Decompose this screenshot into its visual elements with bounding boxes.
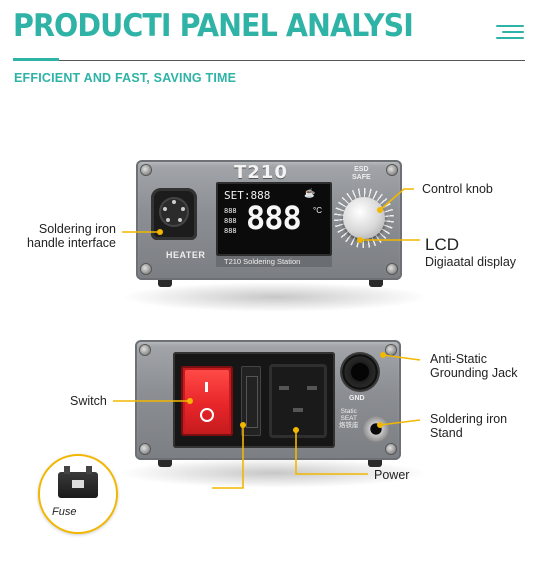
handle-interface-callout: Soldering iron handle interface xyxy=(27,222,116,250)
screw-icon xyxy=(140,444,150,454)
brand-logo: T210 xyxy=(234,162,288,183)
power-module xyxy=(173,352,335,448)
screw-icon xyxy=(140,345,150,355)
switch-callout: Switch xyxy=(70,394,107,408)
fuse-icon xyxy=(58,466,98,498)
lcd-unit: °C xyxy=(313,206,322,215)
power-switch[interactable] xyxy=(181,366,233,436)
device-foot xyxy=(369,280,383,287)
stand-callout: Soldering iron Stand xyxy=(430,412,508,440)
fuse-holder[interactable] xyxy=(241,366,261,436)
lcd-callout-title: LCD xyxy=(425,235,460,254)
lcd-callout-subtitle: Digiaatal display xyxy=(425,255,517,269)
connector-socket-icon xyxy=(159,197,189,227)
front-device-shadow xyxy=(120,282,430,312)
screw-icon xyxy=(141,165,151,175)
front-panel: HEATER T210 ESD SAFE SET:888 ☕ 888 888 8… xyxy=(136,160,402,280)
station-label-bar: T210 Soldering Station xyxy=(216,256,332,267)
gnd-label: GND xyxy=(349,395,365,402)
esd-safe-badge: ESD SAFE xyxy=(352,166,371,181)
device-foot xyxy=(158,460,172,467)
antistatic-callout: Anti-Static Grounding Jack xyxy=(430,352,518,380)
static-seat-label: Static SEAT 烙铁座 xyxy=(339,408,359,429)
page-title: PRODUCTI PANEL ANALYSI xyxy=(13,8,414,44)
device-foot xyxy=(368,460,382,467)
lcd-set-value: SET:888 xyxy=(224,189,271,202)
device-foot xyxy=(158,280,172,287)
page-subtitle: EFFICIENT AND FAST, SAVING TIME xyxy=(14,71,237,85)
switch-off-mark-icon xyxy=(200,408,214,422)
fuse-label: Fuse xyxy=(52,506,77,518)
rear-panel: GND Static SEAT 烙铁座 xyxy=(135,340,401,460)
header-divider-accent xyxy=(13,58,59,61)
screw-icon xyxy=(386,345,396,355)
hamburger-menu-icon[interactable] xyxy=(496,22,524,42)
heater-label: HEATER xyxy=(166,250,206,260)
iron-icon: ☕ xyxy=(304,188,316,198)
lcd-presets: 888 888 888 xyxy=(224,207,237,235)
power-callout: Power xyxy=(374,468,410,482)
screw-icon xyxy=(387,165,397,175)
lcd-main-temperature: 888 xyxy=(246,199,302,237)
header-divider xyxy=(13,60,525,61)
switch-on-mark-icon xyxy=(205,382,208,392)
screw-icon xyxy=(387,264,397,274)
power-socket[interactable] xyxy=(269,364,327,438)
stand-jack[interactable] xyxy=(363,416,389,442)
fuse-inset: Fuse xyxy=(38,454,118,534)
screw-icon xyxy=(386,444,396,454)
control-knob[interactable] xyxy=(343,197,385,239)
ground-jack[interactable] xyxy=(342,354,378,390)
control-knob-callout: Control knob xyxy=(422,182,493,196)
lcd-display: SET:888 ☕ 888 888 888 888 °C xyxy=(216,182,332,256)
screw-icon xyxy=(141,264,151,274)
